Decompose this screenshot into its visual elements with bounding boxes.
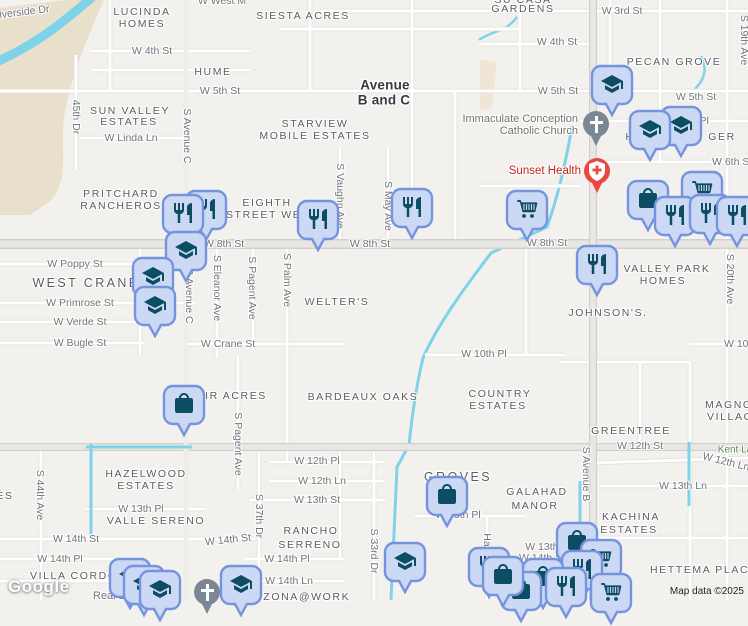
cross-marker[interactable]	[580, 109, 612, 151]
fork-knife-marker[interactable]	[296, 199, 340, 253]
graduation-cap-marker[interactable]	[164, 230, 208, 284]
shopping-cart-marker[interactable]	[589, 572, 633, 626]
fork-knife-marker[interactable]	[544, 566, 588, 620]
shopping-bag-marker[interactable]	[425, 475, 469, 529]
graduation-cap-marker[interactable]	[383, 541, 427, 595]
roads	[0, 0, 748, 600]
graduation-cap-marker[interactable]	[138, 569, 182, 623]
shopping-bag-marker[interactable]	[162, 384, 206, 438]
graduation-cap-marker[interactable]	[219, 564, 263, 618]
fork-knife-marker[interactable]	[715, 195, 748, 249]
graduation-cap-marker[interactable]	[133, 285, 177, 339]
river	[0, 0, 96, 66]
canal	[86, 442, 691, 535]
cross-marker[interactable]	[191, 577, 223, 619]
google-logo[interactable]: Google	[8, 577, 70, 596]
graduation-cap-marker[interactable]	[590, 64, 634, 118]
fork-knife-marker[interactable]	[390, 187, 434, 241]
terrain-patch	[0, 0, 104, 215]
canal	[389, 125, 574, 600]
graduation-cap-marker[interactable]	[628, 109, 672, 163]
shopping-bag-marker[interactable]	[481, 555, 525, 609]
map-attribution: Map data ©2025	[669, 586, 744, 597]
fork-knife-marker[interactable]	[575, 244, 619, 298]
medical-shield-marker[interactable]	[581, 156, 613, 198]
shopping-cart-marker[interactable]	[505, 189, 549, 243]
base-map-graphics	[0, 0, 748, 600]
